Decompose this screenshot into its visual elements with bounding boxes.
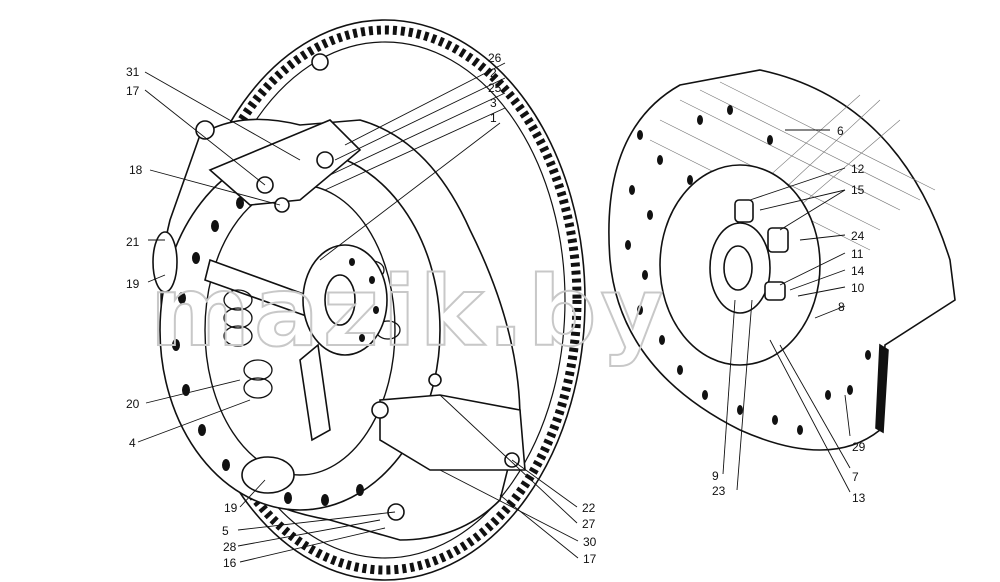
label-31: 31 bbox=[126, 65, 140, 79]
watermark: mazik.by bbox=[150, 256, 667, 368]
label-30: 30 bbox=[583, 535, 597, 549]
label-19-bottom: 19 bbox=[224, 501, 238, 515]
label-7: 7 bbox=[852, 470, 859, 484]
label-3: 3 bbox=[490, 96, 497, 110]
hub bbox=[302, 244, 388, 356]
label-29: 29 bbox=[852, 440, 866, 454]
leader-lines bbox=[137, 62, 851, 563]
label-21: 21 bbox=[126, 235, 140, 249]
disc-hub bbox=[709, 222, 771, 314]
label-12: 12 bbox=[851, 162, 865, 176]
driven-disc-assembly bbox=[608, 69, 956, 451]
label-20: 20 bbox=[126, 397, 140, 411]
label-8: 8 bbox=[838, 300, 845, 314]
label-16: 16 bbox=[223, 556, 237, 570]
label-5: 5 bbox=[222, 524, 229, 538]
label-10: 10 bbox=[851, 281, 865, 295]
label-9: 9 bbox=[712, 469, 719, 483]
label-27: 27 bbox=[582, 517, 596, 531]
boss-bottom bbox=[241, 456, 295, 494]
label-25: 25 bbox=[488, 81, 502, 95]
label-17-top: 17 bbox=[126, 84, 140, 98]
label-14: 14 bbox=[851, 264, 865, 278]
hub-holes bbox=[349, 258, 379, 342]
disc-cutaway-edge bbox=[875, 343, 889, 434]
label-6: 6 bbox=[837, 124, 844, 138]
label-17-bottom: 17 bbox=[583, 552, 597, 566]
label-2: 2 bbox=[490, 66, 497, 80]
label-11: 11 bbox=[851, 247, 864, 261]
disc-hub-splines bbox=[723, 245, 753, 291]
label-28: 28 bbox=[223, 540, 237, 554]
label-15: 15 bbox=[851, 183, 865, 197]
flywheel-pressure-plate-assembly bbox=[152, 19, 586, 581]
strut-lower bbox=[299, 343, 331, 442]
label-22: 22 bbox=[582, 501, 596, 515]
pressure-plate-bolt-holes bbox=[172, 197, 364, 506]
label-18: 18 bbox=[129, 163, 143, 177]
damper-springs bbox=[734, 199, 789, 301]
label-1: 1 bbox=[490, 111, 497, 125]
part-labels: 26 2 25 3 1 31 17 18 21 19 20 4 19 5 28 … bbox=[126, 51, 866, 570]
label-24: 24 bbox=[851, 229, 865, 243]
disc-rivet-holes bbox=[625, 105, 871, 435]
label-19-left: 19 bbox=[126, 277, 140, 291]
label-23: 23 bbox=[712, 484, 726, 498]
label-4: 4 bbox=[129, 436, 136, 450]
label-13: 13 bbox=[852, 491, 866, 505]
hub-splined-bore bbox=[324, 274, 356, 326]
label-26: 26 bbox=[488, 51, 502, 65]
